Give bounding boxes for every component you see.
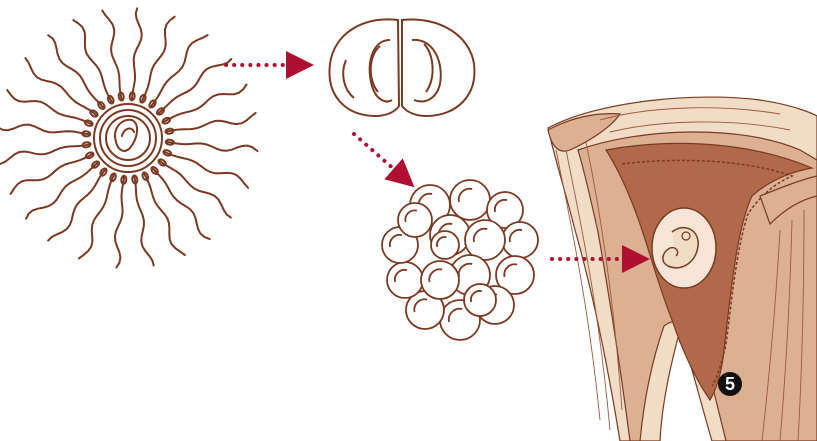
sperm-tail: [132, 8, 142, 100]
step-number-badge: 5: [718, 372, 742, 396]
sperm-tail: [144, 173, 185, 255]
sperm-tail: [166, 142, 258, 151]
morula-cell: [464, 284, 496, 316]
morula-cell: [465, 220, 505, 260]
sperm-tail: [48, 35, 104, 108]
sperm-tail: [79, 174, 115, 259]
morula: [382, 180, 538, 340]
sperm-tail: [73, 20, 112, 103]
arrow-two-cell-to-morula: [354, 134, 404, 178]
sperm-tail: [11, 154, 94, 194]
morula-cell: [502, 222, 538, 258]
egg-outer-membrane: [94, 104, 162, 172]
morula-cell: [450, 180, 490, 220]
sperm-tail: [26, 162, 99, 219]
morula-cell: [387, 262, 423, 298]
sperm-tail: [142, 17, 175, 103]
right-cell: [402, 19, 474, 116]
morula-cell: [398, 203, 432, 237]
sperm-tail: [0, 125, 90, 135]
sperm-tail: [166, 113, 256, 132]
sperm-tail: [152, 167, 210, 239]
sperm-tail: [157, 59, 231, 114]
sperm-tail: [164, 152, 249, 188]
uterus: [548, 97, 817, 441]
sperm-tail: [163, 85, 247, 123]
sperm-tail: [7, 90, 92, 125]
sperm-tail: [115, 176, 124, 268]
two-cell-stage: [329, 19, 474, 116]
morula-cell: [421, 261, 459, 299]
morula-cell: [431, 231, 459, 259]
egg-with-sperm: [0, 8, 257, 267]
